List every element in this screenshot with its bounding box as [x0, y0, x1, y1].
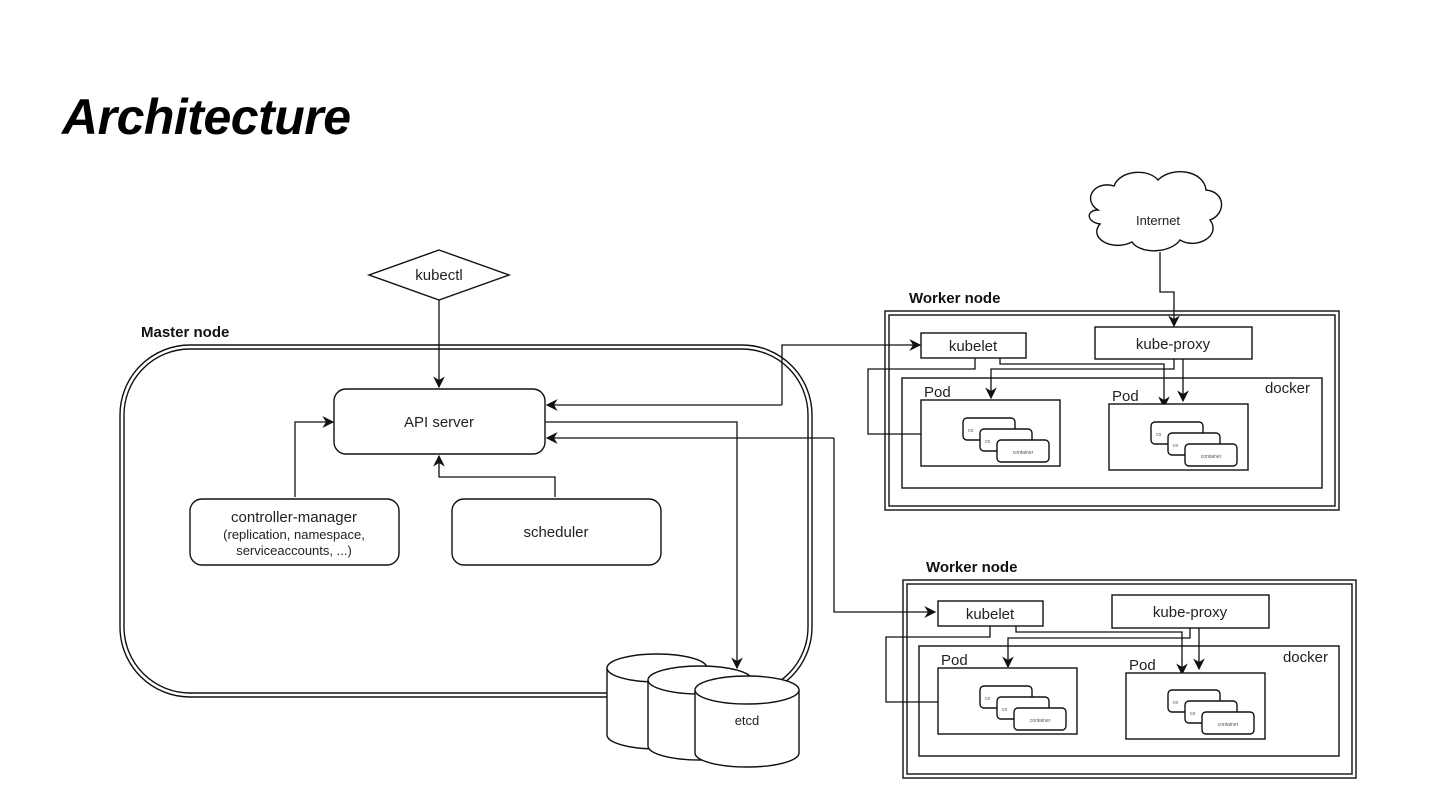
worker-1-kube-proxy-label: kube-proxy — [1136, 336, 1211, 353]
svg-text:co: co — [1156, 432, 1162, 438]
worker-node-2-label: Worker node — [926, 559, 1017, 576]
wire-scheduler-api — [433, 454, 556, 497]
api-server[interactable]: API server — [333, 388, 546, 455]
worker-2-kubelet-label: kubelet — [966, 606, 1015, 623]
worker-1-pod-2[interactable]: Pod co co container — [1108, 388, 1249, 471]
svg-text:container: container — [1030, 718, 1051, 724]
worker-node-2-border-inner — [906, 583, 1353, 775]
docker-1-area — [901, 377, 1323, 489]
wire-api-etcd — [545, 421, 743, 670]
wire-controller-api — [294, 416, 335, 497]
container — [1013, 707, 1067, 731]
wire-internet-proxy — [1159, 252, 1180, 328]
kubectl-label: kubectl — [415, 267, 463, 284]
svg-text:co: co — [1173, 443, 1179, 449]
worker-2-pod-2-label: Pod — [1129, 657, 1156, 674]
worker-2-pod-1[interactable]: Pod co co container — [937, 652, 1078, 735]
container — [996, 439, 1050, 463]
worker-1-kubelet[interactable]: kubelet — [920, 332, 1027, 359]
worker-1-kube-proxy[interactable]: kube-proxy — [1094, 326, 1253, 360]
kubectl-node[interactable]: kubectl — [366, 249, 512, 301]
worker-2-kube-proxy-label: kube-proxy — [1153, 604, 1228, 621]
controller-manager-title: controller-manager — [231, 509, 357, 526]
wire-api-kubelet1 — [781, 339, 922, 405]
container — [1201, 711, 1255, 735]
svg-text:co: co — [1190, 711, 1196, 717]
wire-api-kubelet2 — [833, 438, 937, 618]
internet-label: Internet — [1136, 213, 1180, 228]
slide-title: Architecture — [62, 89, 351, 145]
controller-manager-line2: (replication, namespace, — [223, 527, 365, 542]
worker-1-kubelet-label: kubelet — [949, 338, 998, 355]
master-node-border-outer — [119, 344, 813, 698]
etcd[interactable]: etcd — [606, 653, 800, 768]
controller-manager-box — [189, 498, 400, 566]
controller-manager-line3: serviceaccounts, ...) — [236, 543, 352, 558]
docker-2-label: docker — [1283, 649, 1328, 666]
worker-node-1-label: Worker node — [909, 290, 1000, 307]
svg-text:co: co — [968, 428, 974, 434]
worker-node-1-border-inner — [888, 314, 1336, 507]
controller-manager[interactable]: controller-manager (replication, namespa… — [189, 498, 400, 566]
worker-1-pod-1[interactable]: Pod co co container — [920, 384, 1061, 467]
master-node-border-inner — [123, 348, 809, 694]
wire-w1-proxy-pod1 — [985, 359, 1175, 400]
internet[interactable]: Internet — [1088, 171, 1223, 252]
wire-w1-kubelet-pod2 — [999, 358, 1170, 409]
master-node-label: Master node — [141, 324, 229, 341]
svg-text:co: co — [1173, 700, 1179, 706]
docker-1-label: docker — [1265, 380, 1310, 397]
worker-1-pod-1-label: Pod — [924, 384, 951, 401]
container — [1184, 443, 1238, 467]
worker-2-pod-2[interactable]: Pod co co container — [1125, 657, 1266, 740]
worker-2-kubelet[interactable]: kubelet — [937, 600, 1044, 627]
svg-text:co: co — [1002, 707, 1008, 713]
worker-node-2-border-outer — [902, 579, 1357, 779]
connectors — [294, 252, 1180, 670]
worker-node-2: Worker node docker kubelet kube-proxy Po… — [885, 559, 1357, 779]
svg-text:container: container — [1013, 450, 1034, 456]
wire-w2-kubelet-pod1 — [885, 625, 991, 708]
worker-node-1: Worker node docker kubelet kube-proxy Po… — [867, 290, 1340, 511]
worker-2-kube-proxy[interactable]: kube-proxy — [1111, 594, 1270, 629]
worker-node-1-border-outer — [884, 310, 1340, 511]
wire-w2-proxy-pod1 — [1002, 628, 1191, 669]
api-server-label: API server — [404, 414, 474, 431]
api-server-box — [333, 388, 546, 455]
svg-text:container: container — [1201, 454, 1222, 460]
scheduler-box — [451, 498, 662, 566]
master-node: Master node — [119, 324, 813, 698]
svg-text:container: container — [1218, 722, 1239, 728]
scheduler-label: scheduler — [523, 524, 588, 541]
etcd-label: etcd — [735, 713, 760, 728]
wire-w2-kubelet-pod2 — [1015, 625, 1188, 676]
svg-text:co: co — [985, 696, 991, 702]
docker-2-area — [918, 645, 1340, 757]
worker-2-pod-1-label: Pod — [941, 652, 968, 669]
wire-w1-kubelet-pod1 — [867, 358, 976, 440]
worker-1-pod-2-label: Pod — [1112, 388, 1139, 405]
etcd-cylinder-front — [694, 675, 800, 768]
scheduler[interactable]: scheduler — [451, 498, 662, 566]
svg-text:co: co — [985, 439, 991, 445]
cloud-icon — [1088, 171, 1223, 252]
